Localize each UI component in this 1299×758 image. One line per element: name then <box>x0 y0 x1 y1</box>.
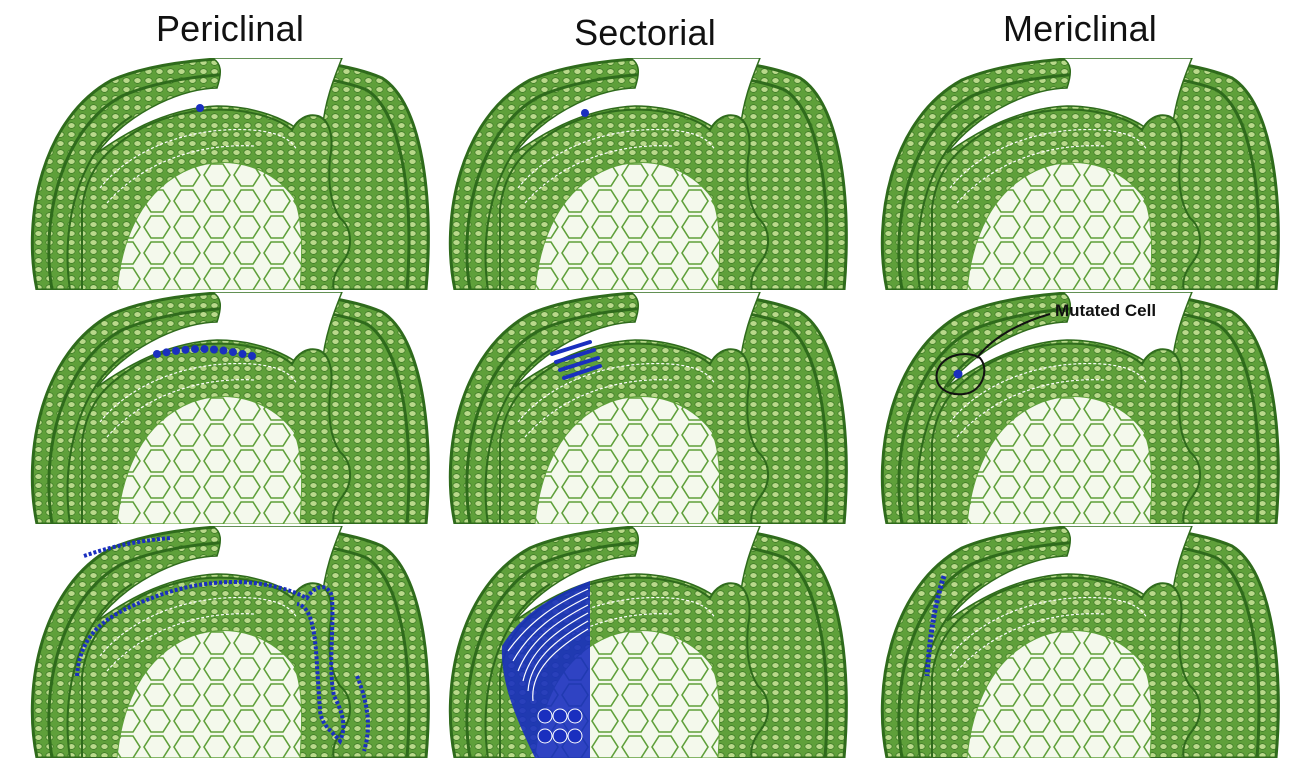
shoot-apex-illustration <box>440 58 855 290</box>
shoot-apex-illustration <box>872 526 1287 758</box>
panel-sectorial-stage-2 <box>440 292 855 524</box>
panel-sectorial-stage-3 <box>440 526 855 758</box>
shoot-apex-illustration <box>440 526 855 758</box>
panel-mericlinal-stage-3 <box>872 526 1287 758</box>
shoot-apex-illustration <box>440 292 855 524</box>
shoot-apex-illustration <box>22 526 437 758</box>
panel-periclinal-stage-3 <box>22 526 437 758</box>
mutated-cell-label: Mutated Cell <box>1055 301 1156 321</box>
panel-periclinal-stage-2 <box>22 292 437 524</box>
shoot-apex-illustration <box>22 292 437 524</box>
panel-mericlinal-stage-2 <box>872 292 1287 524</box>
shoot-apex-illustration <box>22 58 437 290</box>
panel-sectorial-stage-1 <box>440 58 855 290</box>
shoot-apex-illustration <box>872 292 1287 524</box>
column-title-mericlinal: Mericlinal <box>880 8 1280 50</box>
mutated-cell <box>581 109 589 117</box>
column-title-sectorial: Sectorial <box>445 12 845 54</box>
panel-mericlinal-stage-1 <box>872 58 1287 290</box>
column-title-periclinal: Periclinal <box>30 8 430 50</box>
mutated-cell <box>196 104 204 112</box>
panel-periclinal-stage-1 <box>22 58 437 290</box>
shoot-apex-illustration <box>872 58 1287 290</box>
